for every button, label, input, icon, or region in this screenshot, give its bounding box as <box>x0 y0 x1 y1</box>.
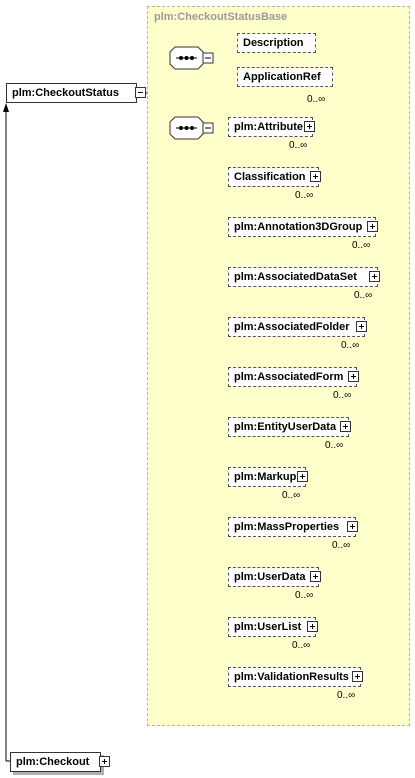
multiplicity: 0..∞ <box>337 690 356 701</box>
expand-icon[interactable] <box>356 321 367 332</box>
base-type-title: plm:CheckoutStatusBase <box>154 11 288 23</box>
element-applicationref[interactable]: ApplicationRef <box>237 67 333 87</box>
choice-element[interactable]: plm:AssociatedForm <box>228 367 359 387</box>
expand-icon[interactable] <box>340 421 351 432</box>
expand-icon[interactable] <box>367 221 378 232</box>
element-label: Classification <box>234 171 306 183</box>
element-label: plm:EntityUserData <box>234 421 337 433</box>
choice-element[interactable]: Classification <box>228 167 321 187</box>
expand-icon[interactable] <box>352 671 363 682</box>
element-label: ApplicationRef <box>243 71 321 83</box>
expand-icon[interactable] <box>99 756 110 767</box>
choice-element[interactable]: plm:AssociatedFolder <box>228 317 367 337</box>
element-label: plm:AssociatedDataSet <box>234 271 357 283</box>
element-label: plm:ValidationResults <box>234 671 349 683</box>
bottom-element-label: plm:Checkout <box>16 756 90 768</box>
multiplicity: 0..∞ <box>333 390 352 401</box>
choice-element[interactable]: plm:Annotation3DGroup <box>228 217 378 237</box>
multiplicity: 0..∞ <box>325 440 344 451</box>
multiplicity: 0..∞ <box>292 640 311 651</box>
element-label: Description <box>243 37 304 49</box>
element-label: plm:AssociatedFolder <box>234 321 350 333</box>
choice-element[interactable]: plm:UserData <box>228 567 321 587</box>
choice-element[interactable]: plm:MassProperties <box>228 517 358 537</box>
multiplicity: 0..∞ <box>341 340 360 351</box>
multiplicity: 0..∞ <box>307 94 326 105</box>
multiplicity: 0..∞ <box>289 140 308 151</box>
choice-element[interactable]: plm:ValidationResults <box>228 667 363 687</box>
multiplicity: 0..∞ <box>354 290 373 301</box>
element-description[interactable]: Description <box>237 33 316 53</box>
choice-element[interactable]: plm:AssociatedDataSet <box>228 267 380 287</box>
element-label: plm:Markup <box>234 471 297 483</box>
multiplicity: 0..∞ <box>295 190 314 201</box>
root-element-label: plm:CheckoutStatus <box>12 87 119 99</box>
sequence-compositor[interactable] <box>168 116 216 140</box>
element-label: plm:UserData <box>234 571 306 583</box>
multiplicity: 0..∞ <box>332 540 351 551</box>
expand-icon[interactable] <box>307 621 318 632</box>
element-label: plm:Annotation3DGroup <box>234 221 363 233</box>
bottom-element[interactable]: plm:Checkout <box>10 752 110 772</box>
expand-icon[interactable] <box>297 471 308 482</box>
element-label: plm:MassProperties <box>234 521 340 533</box>
element-label: plm:UserList <box>234 621 302 633</box>
root-element[interactable]: plm:CheckoutStatus <box>6 83 146 103</box>
multiplicity: 0..∞ <box>352 240 371 251</box>
sequence-compositor[interactable] <box>168 46 216 70</box>
element-label: plm:Attribute <box>234 121 304 133</box>
choice-element[interactable]: plm:Markup <box>228 467 308 487</box>
expand-icon[interactable] <box>310 171 321 182</box>
expand-icon[interactable] <box>310 571 321 582</box>
multiplicity: 0..∞ <box>282 490 301 501</box>
collapse-icon[interactable] <box>135 87 146 98</box>
expand-icon[interactable] <box>347 521 358 532</box>
multiplicity: 0..∞ <box>295 590 314 601</box>
expand-icon[interactable] <box>348 371 359 382</box>
choice-element[interactable]: plm:EntityUserData <box>228 417 351 437</box>
choice-element[interactable]: plm:UserList <box>228 617 318 637</box>
expand-icon[interactable] <box>304 121 315 132</box>
element-label: plm:AssociatedForm <box>234 371 344 383</box>
expand-icon[interactable] <box>369 271 380 282</box>
choice-element[interactable]: plm:Attribute <box>228 117 315 137</box>
